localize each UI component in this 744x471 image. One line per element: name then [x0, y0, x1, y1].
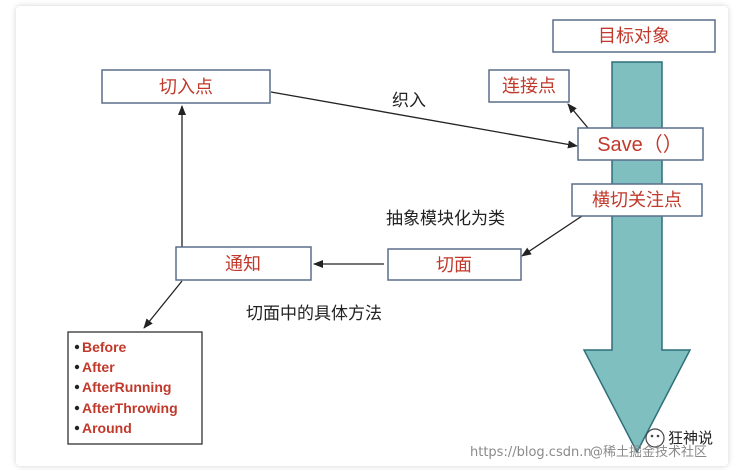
advice-type-item: AfterThrowing — [74, 400, 178, 416]
advice-type-item: After — [74, 359, 115, 375]
crosscutting-label: 横切关注点 — [592, 190, 682, 211]
bullet-icon — [74, 384, 80, 390]
target-object-label: 目标对象 — [598, 26, 670, 47]
bullet-icon — [74, 425, 80, 431]
crosscutting-box: 横切关注点 — [571, 183, 703, 217]
wechat-icon-eye — [650, 434, 654, 438]
advice-box: 通知 — [175, 246, 312, 281]
watermark-url: https://blog.csdn.n — [470, 445, 592, 460]
advice-type-around: Around — [82, 420, 132, 436]
advice-type-item: Before — [74, 339, 127, 355]
bullet-icon — [74, 364, 80, 370]
watermark-brand: 狂神说 — [668, 429, 713, 447]
advice-type-afterrunning: AfterRunning — [82, 379, 171, 395]
abstract-modularize-label: 抽象模块化为类 — [386, 209, 505, 229]
aspect-box: 切面 — [387, 248, 522, 281]
advice-types-box: Before After AfterRunning AfterThrowing … — [67, 331, 203, 445]
aspect-methods-label: 切面中的具体方法 — [246, 304, 382, 324]
advice-to-types-arrow — [143, 280, 183, 329]
modularize-arrow — [521, 215, 583, 257]
save-label: Save（） — [597, 133, 683, 156]
wechat-icon — [645, 428, 665, 448]
target-object-box: 目标对象 — [552, 19, 716, 53]
joinpoint-arrow — [567, 103, 589, 129]
advice-type-item: AfterRunning — [74, 379, 171, 395]
advice-type-before: Before — [82, 339, 127, 355]
weave-arrow — [270, 91, 578, 149]
pointcut-box: 切入点 — [101, 69, 271, 104]
pointcut-label: 切入点 — [159, 77, 213, 98]
wechat-icon-eye — [656, 434, 660, 438]
execution-flow-arrow — [582, 61, 692, 454]
save-box: Save（） — [577, 127, 704, 161]
advice-label: 通知 — [225, 254, 261, 275]
watermark-community: @稀土掘金技术社区 — [590, 444, 707, 460]
bullet-icon — [74, 344, 80, 350]
aspect-label: 切面 — [436, 255, 472, 276]
advice-type-item: Around — [74, 420, 132, 436]
joinpoint-box: 连接点 — [488, 69, 570, 103]
weave-label: 织入 — [392, 91, 426, 111]
watermark: 狂神说 https://blog.csdn.n @稀土掘金技术社区 — [470, 428, 713, 460]
advice-type-afterthrowing: AfterThrowing — [82, 400, 178, 416]
bullet-icon — [74, 405, 80, 411]
advice-type-after: After — [82, 359, 115, 375]
joinpoint-label: 连接点 — [502, 76, 556, 97]
